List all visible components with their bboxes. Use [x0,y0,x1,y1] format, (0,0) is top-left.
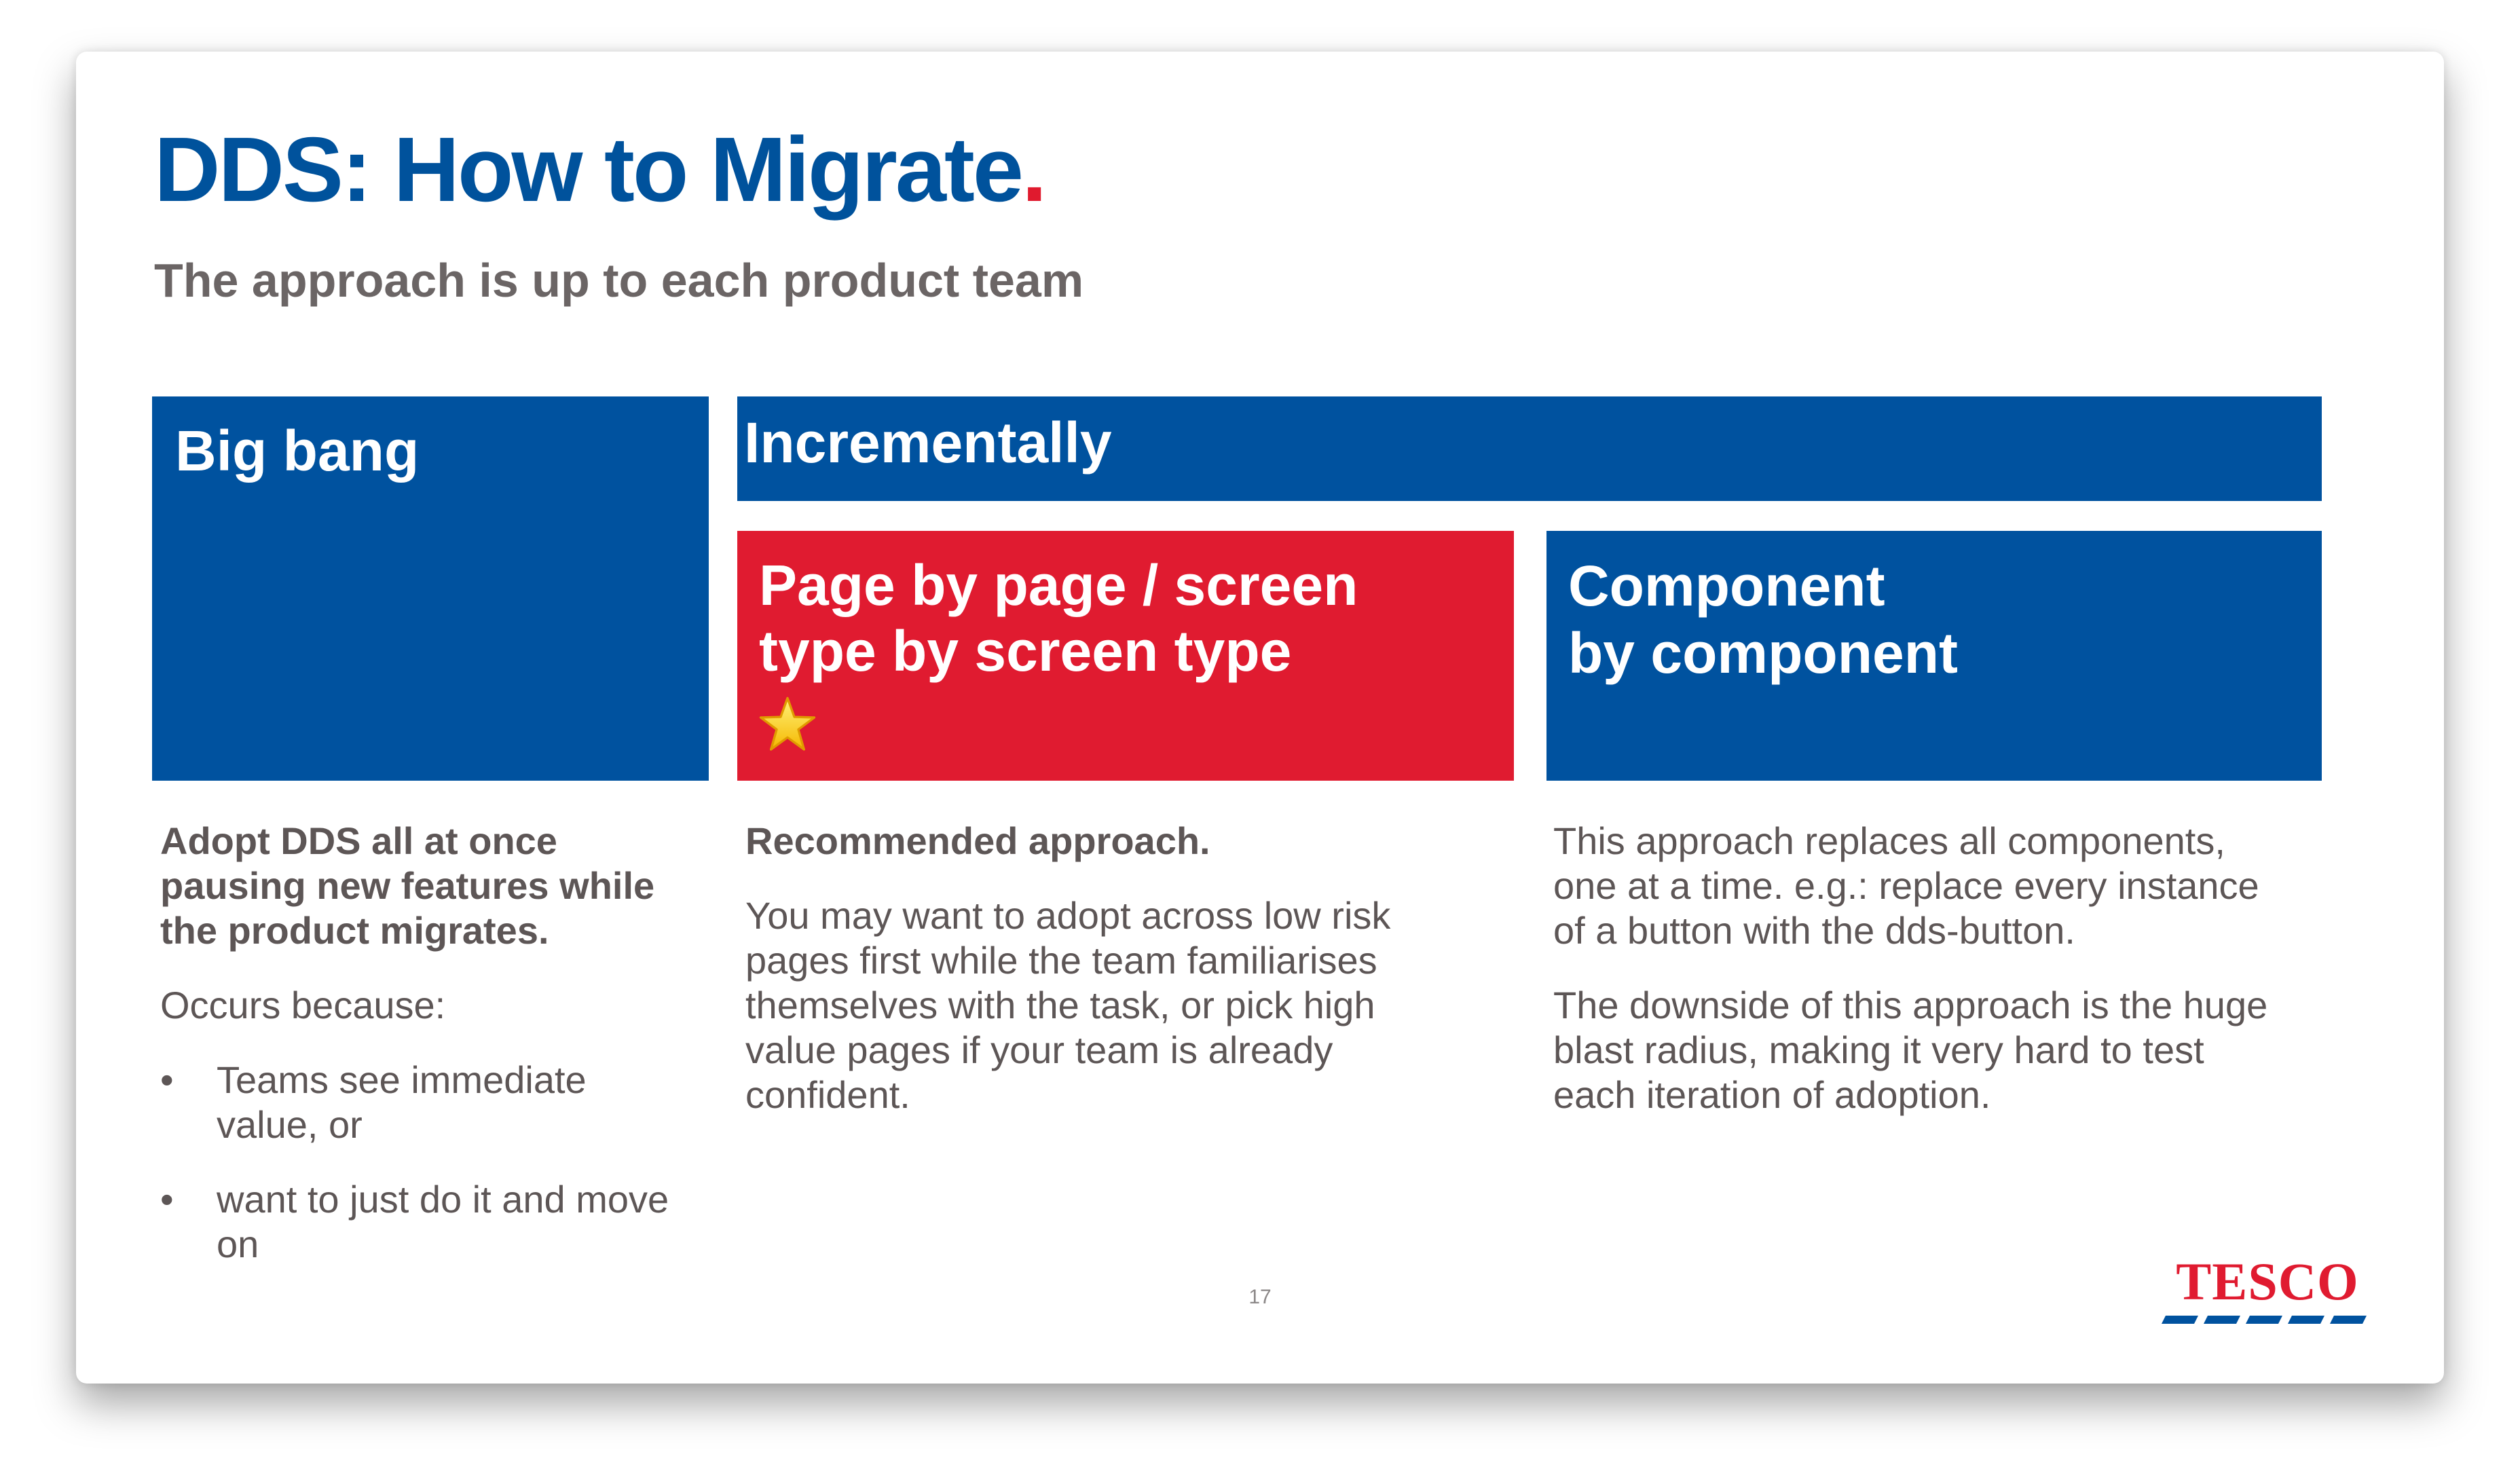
slide-title-text: DDS: How to Migrate [154,118,1024,221]
list-item: • want to just do it and move on [160,1177,697,1267]
component-label-line-2: by component [1568,621,1959,686]
tesco-logo-text: TESCO [2176,1257,2358,1311]
component-body-1: This approach replaces all components, o… [1553,819,2259,952]
bullet-icon: • [160,1058,174,1101]
slide: DDS: How to Migrate. The approach is up … [76,52,2444,1384]
big-bang-description: Adopt DDS all at once pausing new featur… [160,819,697,1297]
star-icon [759,697,816,751]
big-bang-label: Big bang [175,419,420,483]
big-bang-reason-heading: Occurs because: [160,984,446,1026]
component-block: Component by component [1546,531,2322,781]
list-item-text: Teams see immediate value, or [217,1058,587,1146]
component-body-2: The downside of this approach is the hug… [1553,984,2268,1116]
page-number: 17 [1248,1286,1272,1308]
slide-title: DDS: How to Migrate. [154,118,1047,221]
page-by-page-label-line-2: type by screen type [759,618,1292,683]
list-item: • Teams see immediate value, or [160,1058,697,1147]
big-bang-block: Big bang [152,396,709,781]
component-description: This approach replaces all components, o… [1553,819,2293,1147]
page-by-page-intro: Recommended approach. [745,819,1210,862]
tesco-logo: TESCO [2162,1257,2367,1324]
big-bang-reason-list: • Teams see immediate value, or • want to … [160,1058,697,1267]
page-by-page-description: Recommended approach. You may want to ad… [745,819,1465,1147]
slide-subtitle: The approach is up to each product team [154,254,1084,307]
page-by-page-label-line-1: Page by page / screen [759,553,1358,617]
page-by-page-block: Page by page / screen type by screen typ… [737,531,1514,781]
list-item-text: want to just do it and move on [217,1178,669,1265]
bullet-icon: • [160,1178,174,1221]
page-by-page-body: You may want to adopt across low risk pa… [745,894,1391,1116]
component-label-line-1: Component [1568,554,1885,618]
big-bang-intro: Adopt DDS all at once pausing new featur… [160,819,655,952]
slide-title-dot: . [1021,118,1047,221]
incrementally-block: Incrementally [737,396,2322,501]
incrementally-label: Incrementally [744,411,1112,475]
